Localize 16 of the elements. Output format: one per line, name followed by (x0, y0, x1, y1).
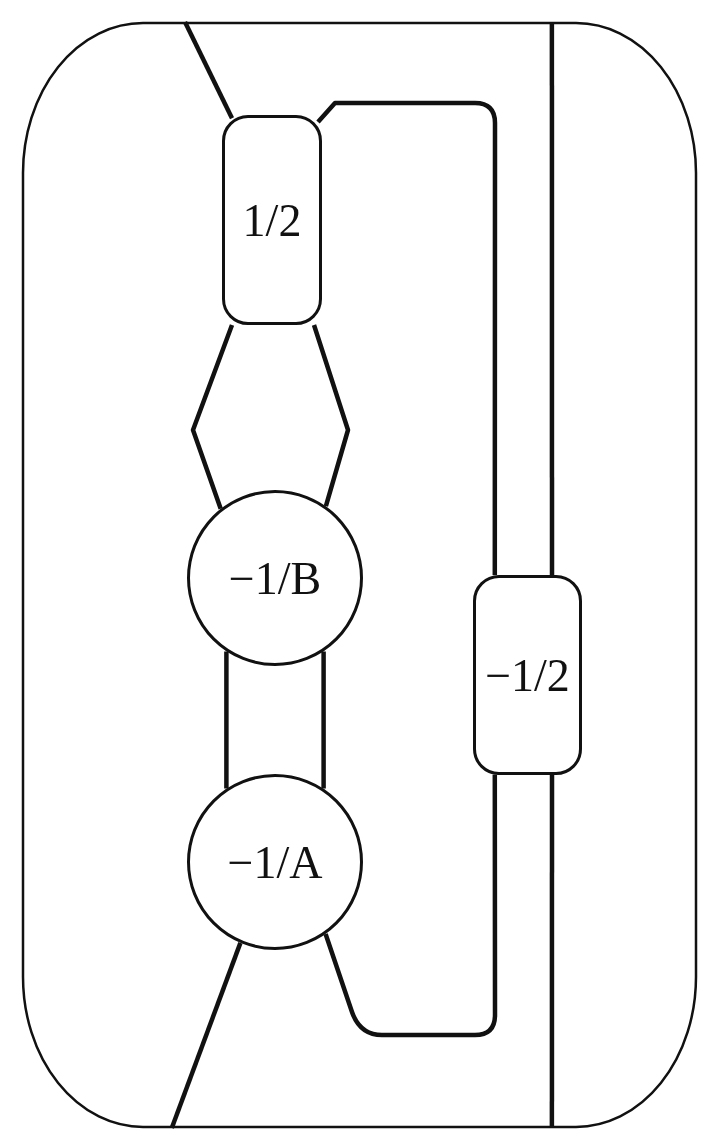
rounded-box (222, 115, 322, 325)
strand-line (316, 100, 498, 575)
strand-line (549, 22, 555, 575)
strand-line (323, 775, 498, 1038)
fraction-label: 1/2 (242, 193, 302, 247)
fraction-label: −1/B (228, 551, 322, 605)
fraction-label: −1/A (227, 835, 323, 889)
strand-line (549, 775, 555, 1128)
strand-line (321, 651, 326, 789)
fraction-label: −1/2 (485, 648, 570, 702)
strand-line (190, 324, 235, 510)
strand-line (169, 942, 243, 1129)
strand-line (311, 324, 351, 507)
rounded-box (473, 575, 582, 775)
strand-line (183, 21, 234, 120)
strand-line (224, 651, 229, 789)
